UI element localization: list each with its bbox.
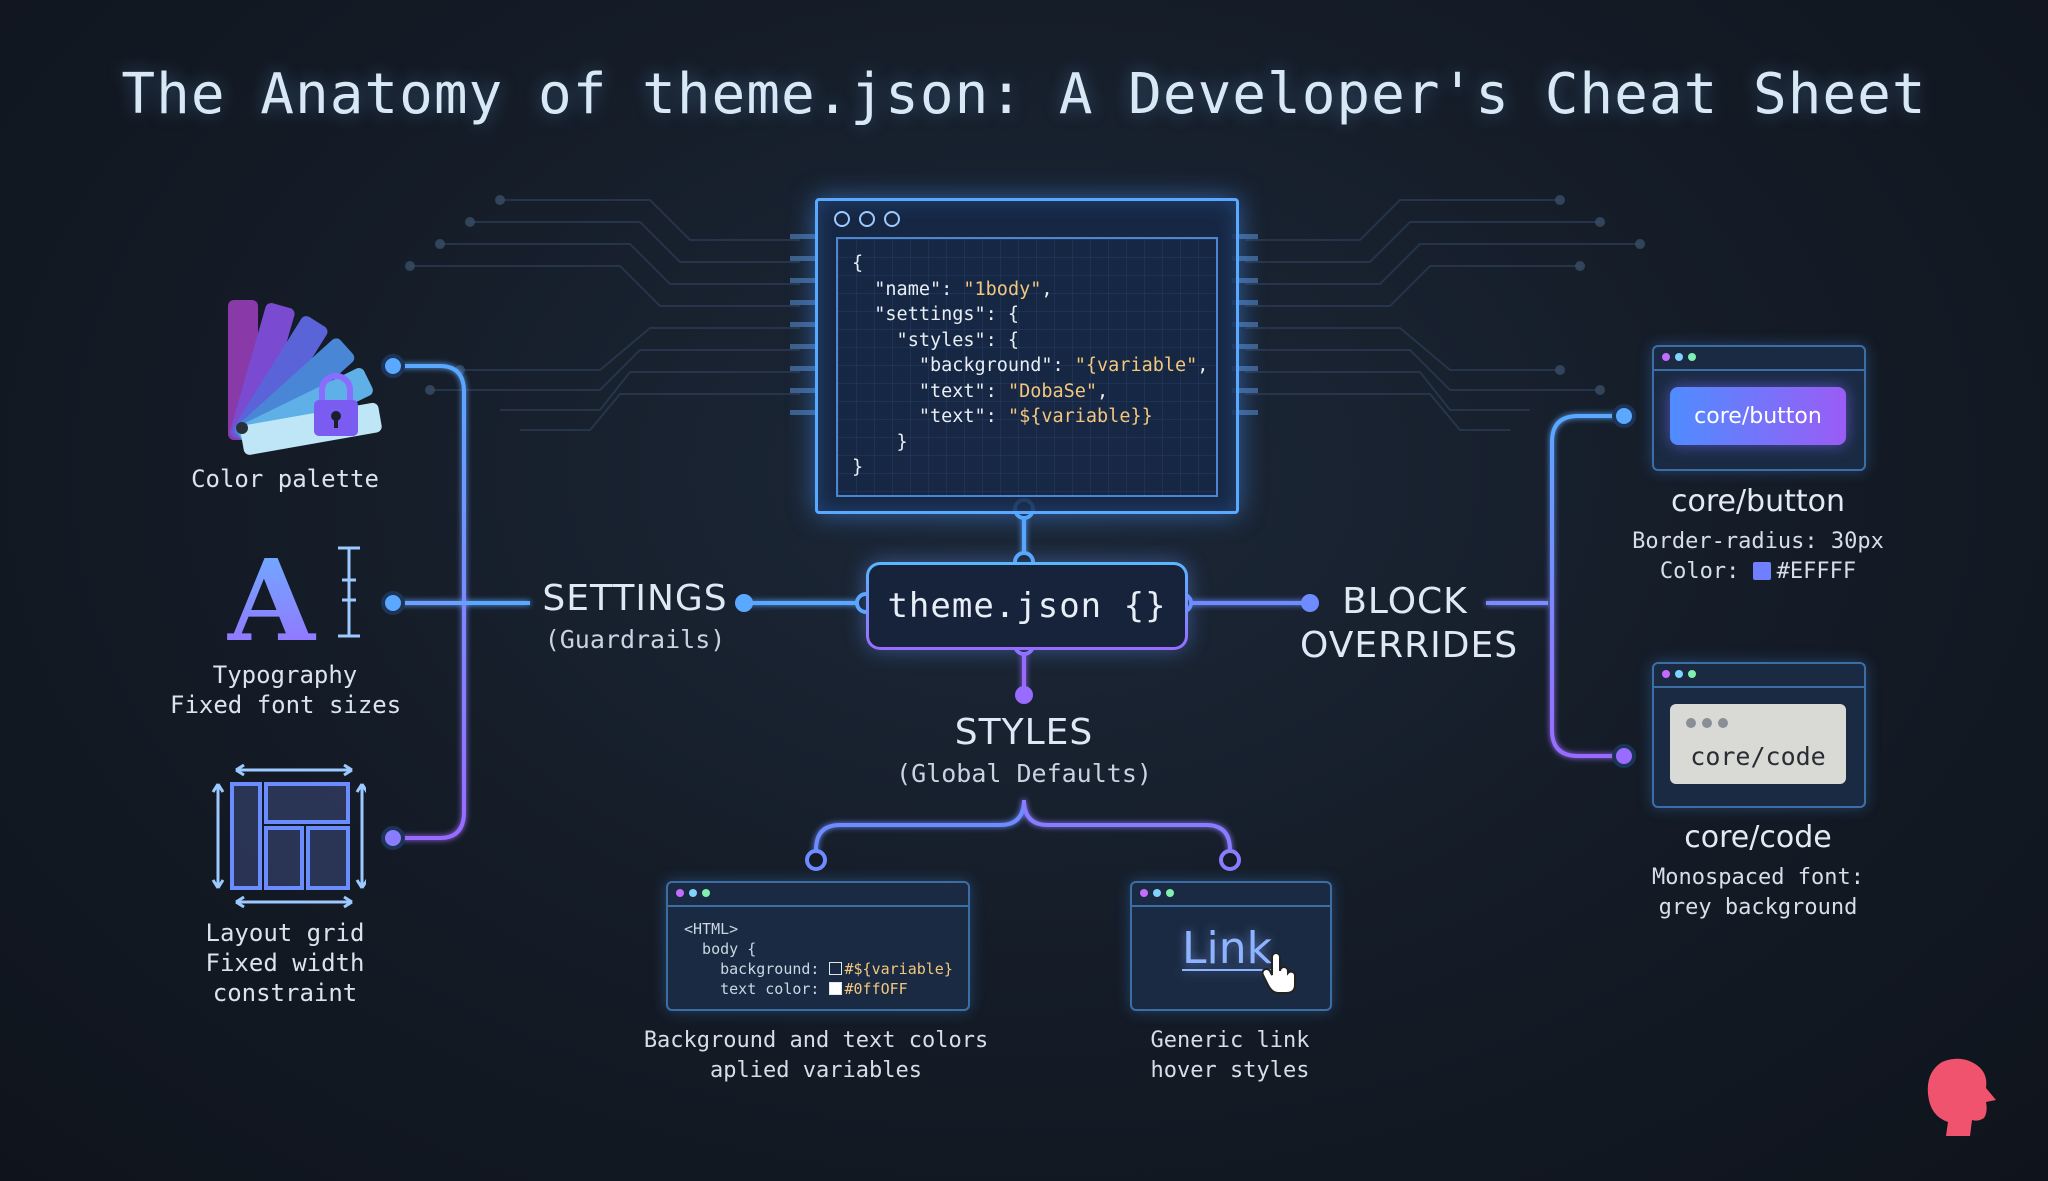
code-line: }: [852, 431, 908, 453]
caption-line: Color palette: [191, 465, 379, 493]
core-button-info: core/button Border-radius: 30px Color: #…: [1600, 484, 1916, 587]
core-button-sample: core/button: [1670, 387, 1846, 445]
code-line: "text": "DobaSe",: [852, 380, 1109, 402]
settings-group: SETTINGS (Guardrails): [540, 578, 730, 654]
caption-line: Layout grid: [205, 919, 365, 947]
page-title: The Anatomy of theme.json: A Developer's…: [121, 62, 1927, 127]
code-line: }: [852, 457, 864, 478]
block-overrides-label-line1: BLOCK: [1342, 581, 1468, 622]
core-code-detail2: grey background: [1658, 895, 1858, 920]
block-overrides-label-line2: OVERRIDES: [1300, 625, 1519, 666]
color-swatch-icon: [1752, 562, 1771, 580]
code-line: "background": "{variable",: [852, 355, 1209, 376]
block-overrides-group: BLOCK OVERRIDES: [1300, 580, 1519, 668]
color-palette-item: Color palette: [170, 290, 400, 494]
core-code-name: core/code: [1684, 820, 1832, 855]
core-button-color: Color: #EFFFF: [1659, 559, 1857, 584]
json-code-block: { "name": "1body", "settings": { "styles…: [852, 251, 1208, 481]
core-code-sample: core/code: [1670, 704, 1846, 784]
core-button-name: core/button: [1670, 484, 1846, 519]
link-styles-card: Link: [1130, 881, 1332, 1011]
settings-label: SETTINGS: [542, 578, 728, 619]
svg-text:A: A: [227, 540, 317, 650]
window-controls: [834, 211, 900, 227]
hand-pointer-icon: [1262, 953, 1296, 994]
brand-logo-icon: [1927, 1058, 1996, 1136]
core-code-card: core/code: [1652, 662, 1866, 808]
swatch-empty-icon: [828, 962, 842, 975]
theme-json-hub: theme.json {}: [866, 562, 1188, 650]
caption-line: Fixed width: [205, 949, 365, 977]
html-snippet: <HTML> body { background: #${variable} t…: [684, 920, 953, 998]
window-dot-icon: [834, 211, 850, 227]
caption-line: constraint: [212, 979, 358, 1007]
typography-icon: A: [227, 540, 360, 650]
core-code-info: core/code Monospaced font: grey backgrou…: [1600, 820, 1916, 923]
html-styles-card: <HTML> body { background: #${variable} t…: [666, 881, 970, 1011]
window-dot-icon: [859, 211, 875, 227]
html-styles-caption: Background and text colors aplied variab…: [643, 1028, 989, 1083]
caption-line: Typography: [212, 661, 358, 689]
core-code-detail1: Monospaced font:: [1652, 865, 1864, 890]
code-line: {: [852, 253, 864, 274]
layout-grid-icon: [211, 764, 366, 909]
settings-sublabel: (Guardrails): [544, 625, 726, 654]
styles-label: STYLES: [954, 712, 1094, 753]
window-dot-icon: [884, 211, 900, 227]
swatch-white-icon: [828, 982, 842, 995]
core-button-card: core/button: [1652, 345, 1866, 471]
code-line: "name": "1body",: [852, 278, 1053, 300]
theme-json-code-panel: { "name": "1body", "settings": { "styles…: [815, 198, 1239, 514]
color-palette-icon: [228, 300, 382, 455]
link-styles-caption: Generic link hover styles: [1150, 1028, 1310, 1083]
sample-link: Link: [1182, 923, 1273, 974]
code-line: "text": "${variable}}: [852, 406, 1153, 427]
code-line: "styles": {: [852, 329, 1020, 351]
caption-line: Fixed font sizes: [170, 691, 402, 719]
core-button-radius: Border-radius: 30px: [1632, 529, 1884, 554]
circuit-traces: [410, 199, 1640, 431]
styles-group: STYLES (Global Defaults): [864, 712, 1184, 788]
styles-sublabel: (Global Defaults): [896, 759, 1152, 788]
color-palette-caption: Color palette: [170, 464, 400, 494]
code-line: "settings": {: [852, 304, 1020, 325]
